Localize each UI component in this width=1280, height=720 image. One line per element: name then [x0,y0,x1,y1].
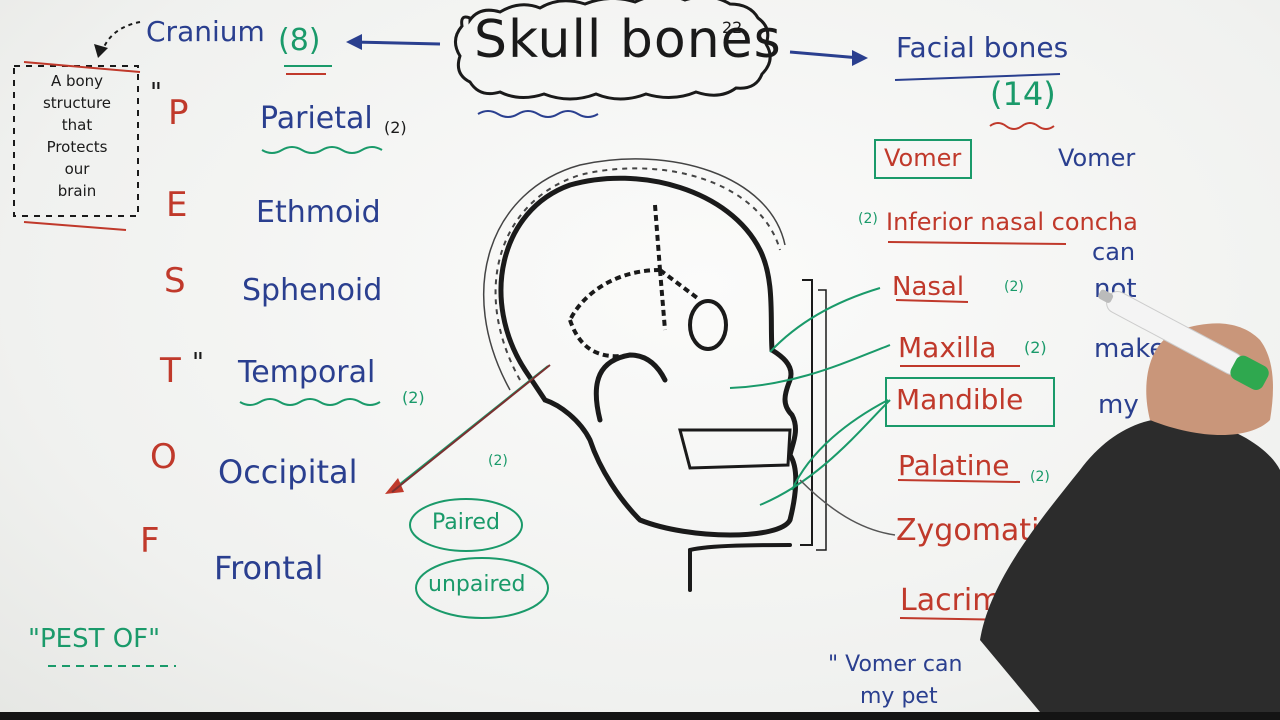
definition-line: A bony [50,72,104,90]
title-superscript: 22 [722,18,743,37]
facial-underlines [887,241,1067,621]
arrow-to-facial-head [852,50,868,66]
temporal-wavy [239,398,381,406]
facial-bone-inferior-nasal-concha: Inferior nasal concha [886,208,1138,236]
mandible-box [885,377,1055,427]
title-wavy-underline [477,110,599,118]
page-title: Skull bones [474,10,782,70]
video-bottom-bar [0,712,1280,720]
skull-sutures [568,204,702,359]
pest-letter-p: P [168,93,189,133]
cranial-bone-sphenoid: Sphenoid [242,273,383,308]
mnemonic-cranium: "PEST OF" [28,624,161,654]
pest-letter-s: S [164,261,186,301]
definition-line: our [64,160,90,178]
pest-close-quote: " [192,348,204,378]
facial-count-wavy [989,122,1055,130]
cranium-count: (8) [278,23,321,58]
facial-bone-inferior-nasal-concha-note: (2) [858,211,878,227]
facial-bone-palatine-note: (2) [1030,469,1050,485]
arrow-to-definition [101,21,141,53]
facial-bone-vomer: Vomer [884,144,962,172]
facial-bone-mandible: Mandible [896,383,1024,416]
cranial-bone-occipital: Occipital [218,453,358,491]
cranial-bone-frontal: Frontal [214,549,324,587]
sleeve [980,417,1280,712]
skull-outer-contour-2 [482,158,786,391]
pest-letter-t: T [160,351,181,391]
paired-note: (2) [488,453,508,469]
arrow-to-facial [789,50,861,60]
definition-line: brain [57,182,97,200]
pest-letter-f: F [140,521,160,561]
facial-bone-nasal: Nasal [892,272,965,302]
parietal-wavy [261,146,383,154]
facial-bone-nasal-note: (2) [1004,279,1024,295]
cranial-bone-ethmoid: Ethmoid [256,195,381,230]
skull-outer-contour [494,167,781,381]
definition-line: Protects [46,138,108,156]
paired-cloud [409,498,523,552]
mnemonic-word-vomer: Vomer [1058,144,1136,172]
unpaired-cloud [415,557,549,619]
pest-letter-e: E [166,185,188,225]
definition-line: structure [42,94,112,112]
paired-label: Paired [432,510,500,535]
facial-bone-maxilla-note: (2) [1024,338,1047,357]
mnemonic-word-my: my [1098,390,1139,420]
definition-line: that [61,116,93,134]
mnemonic-word-can: can [1092,238,1136,266]
occipital-arrow [391,364,551,493]
cranial-bone-parietal-note: (2) [384,118,407,137]
definition-text: A bony structure that Protects our brain [18,70,136,202]
arrow-to-cranium [351,40,441,46]
vomer-box [874,139,972,179]
arrow-to-definition-head [94,44,108,58]
cranial-bone-temporal-note: (2) [402,388,425,407]
cranial-bone-parietal: Parietal [260,101,373,136]
facial-bone-palatine: Palatine [898,449,1010,482]
facial-label: Facial bones [896,31,1069,64]
pest-open-quote: " [150,78,162,108]
occipital-arrow-head [385,478,404,494]
title-cloud-outline [454,0,772,101]
marker-pen [1098,289,1269,390]
facial-underline [894,73,1061,81]
bottom-mnemonic-line2: my pet [860,684,938,709]
face-bracket-2 [816,289,827,551]
face-bracket [800,279,813,546]
cranial-bone-temporal: Temporal [238,355,376,390]
definition-box-bottom-red [23,221,127,231]
zygomatic-line [799,479,896,536]
facial-bone-maxilla: Maxilla [898,331,997,364]
hand [1146,323,1273,435]
definition-box-top-red [23,61,141,73]
cranium-label: Cranium [146,15,265,48]
facial-count: (14) [990,75,1056,113]
bottom-mnemonic-line1: " Vomer can [828,652,963,677]
skull-diagram [498,175,799,592]
pest-letter-o: O [150,437,177,477]
unpaired-label: unpaired [428,572,526,597]
arrow-to-cranium-head [346,34,362,50]
